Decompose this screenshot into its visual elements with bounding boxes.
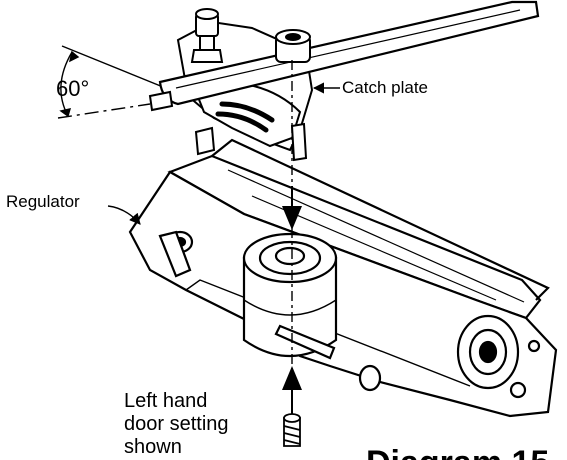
angle-label: 60° bbox=[56, 76, 89, 101]
setting-note: Left hand door setting shown bbox=[124, 390, 229, 458]
closer-body bbox=[128, 138, 558, 418]
setting-screw bbox=[283, 413, 301, 447]
spindle-housing bbox=[242, 232, 338, 357]
catch-plate-label: Catch plate bbox=[342, 78, 428, 97]
adjustment-screw bbox=[190, 8, 224, 63]
regulator-label: Regulator bbox=[6, 192, 80, 211]
note-line-3: shown bbox=[124, 436, 182, 458]
hex-socket-bolt bbox=[275, 29, 311, 63]
diagram-caption: Diagram 15 bbox=[366, 444, 549, 460]
up-arrow bbox=[282, 366, 302, 416]
catch-plate-assembly bbox=[148, 0, 540, 162]
regulator-leader bbox=[107, 205, 141, 225]
angle-line-lower bbox=[57, 103, 151, 119]
note-line-1: Left hand bbox=[124, 390, 207, 412]
note-line-2: door setting bbox=[124, 413, 229, 435]
down-arrow bbox=[282, 186, 302, 230]
